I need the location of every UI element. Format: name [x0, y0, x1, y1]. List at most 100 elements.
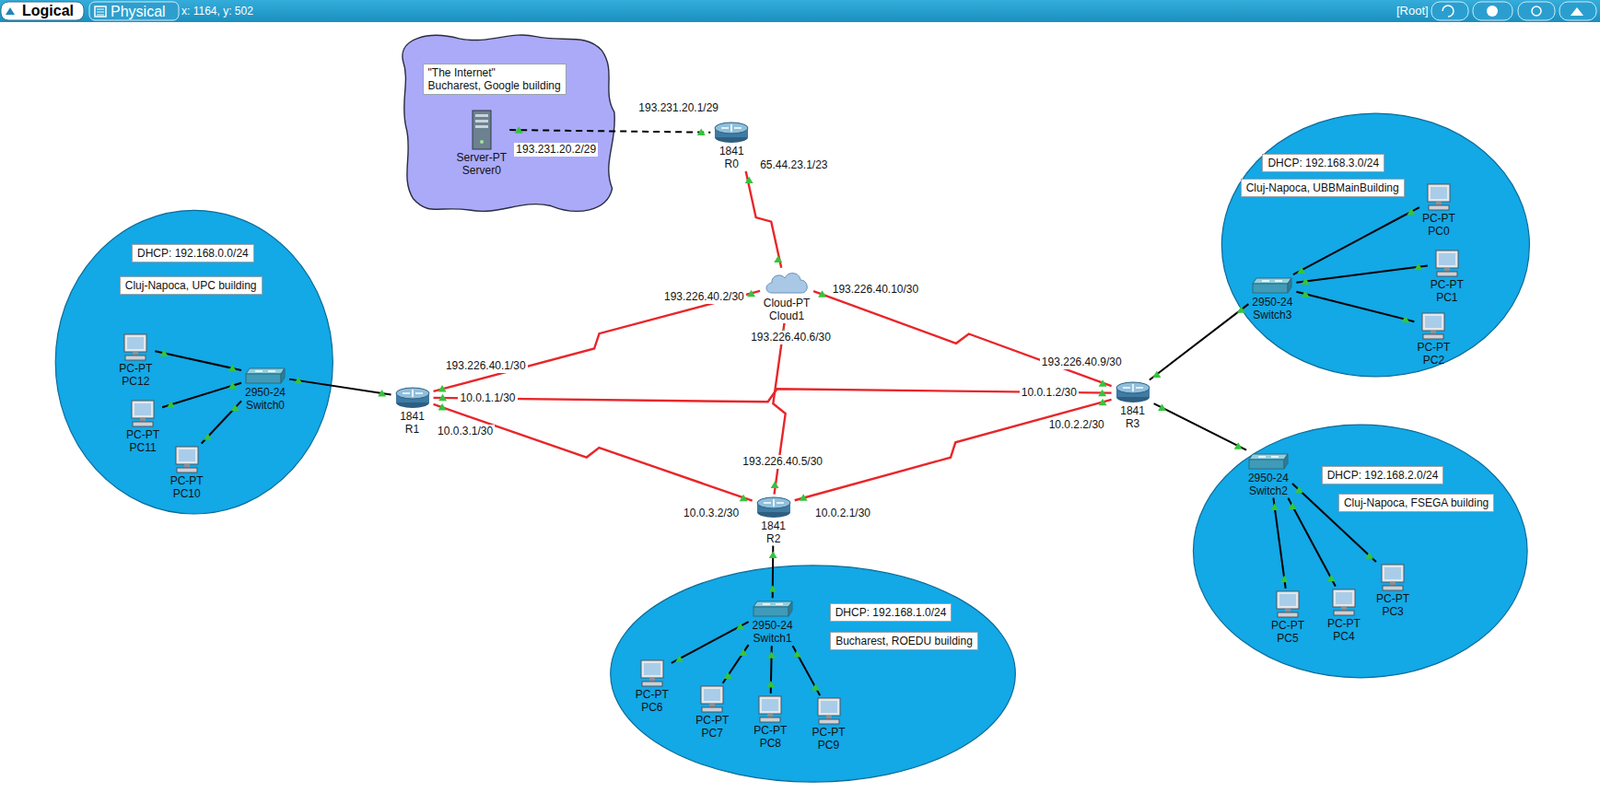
pc-device: PC-PTPC8 [751, 694, 789, 750]
toolbar-text: Logical [22, 1, 74, 20]
device-label: PC-PT [1422, 211, 1456, 225]
device-label: Switch2 [1247, 484, 1290, 498]
interface-address: 193.226.40.6/30 [748, 330, 833, 345]
link-light [697, 128, 706, 137]
link-line [746, 171, 783, 269]
device-label: R3 [1114, 417, 1152, 431]
device-label: Cloud1 [762, 309, 811, 323]
link-line [1149, 303, 1249, 380]
link-light [745, 175, 754, 184]
sw-device: 2950-24Switch2 [1245, 451, 1292, 498]
link-light [438, 394, 447, 402]
link-light [1098, 379, 1108, 387]
serial-link [433, 290, 761, 393]
area-note: Bucharest, ROEDU building [829, 631, 979, 651]
sw-device: 2950-24Switch1 [749, 598, 796, 645]
area-note: Cluj-Napoca, UBBMainBuilding [1240, 178, 1405, 198]
internet-area: "The Internet"Bucharest, Google building… [397, 30, 618, 217]
sw-device: 2950-24Switch0 [242, 365, 289, 412]
serial-link [794, 398, 1112, 502]
area-note: DHCP: 192.168.0.0/24 [131, 244, 255, 263]
pc-device: PC-PTPC12 [116, 332, 154, 388]
server-icon [469, 108, 494, 152]
router-icon [755, 495, 793, 520]
area-outline [1220, 112, 1531, 378]
device-label: PC3 [1376, 605, 1410, 619]
router-device: 1841R0 [711, 120, 752, 171]
area-outline [1191, 423, 1530, 679]
pc-device: PC-PTPC5 [1269, 589, 1307, 645]
router-icon [712, 120, 750, 145]
device-label: 2950-24 [1250, 295, 1294, 309]
device-label: PC8 [753, 736, 787, 750]
toolbar-text: [Root] [1396, 3, 1429, 19]
pc-icon [1424, 182, 1454, 212]
link-light [438, 385, 447, 393]
link-light [770, 481, 780, 490]
server-device: Server-PTServer0 [455, 108, 510, 177]
interface-address: 10.0.3.1/30 [435, 424, 495, 439]
link-light [739, 494, 748, 503]
building-area: DHCP: 192.168.3.0/24Cluj-Napoca, UBBMain… [1220, 112, 1531, 378]
interface-address: 193.226.40.9/30 [1039, 355, 1124, 370]
pc-icon [172, 444, 202, 475]
device-label: PC12 [118, 374, 152, 388]
pc-device: PC-PTPC2 [1414, 311, 1452, 367]
interface-address: 10.0.2.2/30 [1047, 418, 1107, 433]
area-note: DHCP: 192.168.2.0/24 [1321, 466, 1445, 485]
link-light [799, 493, 808, 502]
area-note: Cluj-Napoca, FSEGA building [1338, 493, 1495, 513]
link-line [1154, 403, 1247, 451]
pc-device: PC-PTPC9 [810, 696, 848, 752]
pc-icon [814, 696, 844, 726]
pc-device: PC-PTPC0 [1420, 182, 1458, 238]
router-icon [394, 385, 432, 410]
area-outline [608, 564, 1017, 783]
device-label: PC2 [1416, 353, 1450, 367]
pc-icon [120, 332, 151, 363]
interface-address: 10.0.1.1/30 [457, 391, 517, 406]
device-label: PC7 [695, 726, 729, 740]
link-line [433, 388, 1112, 402]
device-label: PC0 [1422, 224, 1456, 238]
device-label: PC-PT [118, 362, 152, 375]
device-label: Cloud-PT [762, 296, 811, 310]
link-light [773, 255, 783, 263]
serial-link [745, 171, 783, 269]
device-label: R2 [755, 532, 793, 546]
router-device: 1841R1 [392, 385, 433, 436]
building-area: DHCP: 192.168.0.0/24Cluj-Napoca, UPC bui… [54, 209, 335, 515]
device-label: PC10 [170, 487, 204, 501]
device-label: PC-PT [170, 474, 204, 488]
interface-address: 65.44.23.1/23 [758, 158, 830, 173]
pc-device: PC-PTPC11 [124, 398, 162, 455]
device-label: R1 [394, 422, 432, 436]
serial-link [433, 388, 1112, 402]
device-label: PC-PT [695, 713, 729, 727]
device-label: PC-PT [1327, 617, 1361, 631]
device-label: Switch0 [244, 398, 287, 412]
router-icon [1114, 380, 1152, 405]
interface-address: 10.0.1.2/30 [1019, 385, 1079, 400]
area-note: DHCP: 192.168.1.0/24 [829, 603, 953, 622]
area-note: "The Internet"Bucharest, Google building [422, 63, 567, 95]
device-label: 1841 [394, 409, 432, 423]
link-line [433, 291, 761, 392]
area-ellipse [55, 210, 333, 514]
link-light [438, 403, 447, 411]
link-line [433, 404, 753, 502]
device-label: Switch3 [1250, 308, 1294, 322]
link-light [1098, 398, 1108, 407]
interface-address: 193.231.20.1/29 [636, 101, 721, 116]
device-label: 2950-24 [1247, 471, 1290, 485]
link-line [794, 399, 1112, 501]
device-label: PC-PT [126, 428, 160, 442]
pc-device: PC-PTPC1 [1428, 248, 1466, 304]
serial-link [433, 403, 753, 502]
area-ellipse [1192, 424, 1528, 678]
device-label: PC-PT [753, 724, 787, 737]
device-label: PC-PT [1271, 618, 1305, 632]
interface-address: 193.226.40.1/30 [443, 359, 528, 374]
area-note-line: Bucharest, Google building [428, 79, 561, 93]
interface-address: 10.0.3.2/30 [681, 506, 741, 521]
